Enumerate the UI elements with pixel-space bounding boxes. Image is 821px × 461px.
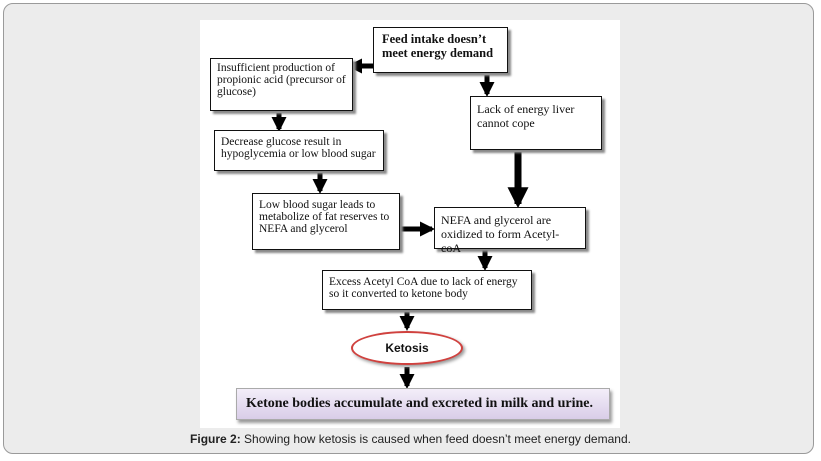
lack-energy-liver-text: Lack of energy liver cannot cope xyxy=(477,102,575,130)
decrease-glucose-text: Decrease glucose result in hypoglycemia … xyxy=(221,136,376,160)
caption-text: Showing how ketosis is caused when feed … xyxy=(240,432,631,446)
feed-intake-box: Feed intake doesn’t meet energy demand xyxy=(373,27,508,73)
result-banner: Ketone bodies accumulate and excreted in… xyxy=(236,388,610,420)
insufficient-propionic-box: Insufficient production of propionic aci… xyxy=(210,58,353,111)
ketosis-text: Ketosis xyxy=(385,341,429,355)
nefa-oxidized-box: NEFA and glycerol are oxidized to form A… xyxy=(434,207,586,255)
result-text: Ketone bodies accumulate and excreted in… xyxy=(246,396,594,411)
lack-energy-liver-box: Lack of energy liver cannot cope xyxy=(470,96,602,150)
low-blood-sugar-text: Low blood sugar leads to metabolize of f… xyxy=(259,199,390,235)
caption-label: Figure 2: xyxy=(190,432,241,446)
ketosis-ellipse: Ketosis xyxy=(351,331,463,365)
figure-caption: Figure 2: Showing how ketosis is caused … xyxy=(0,432,821,446)
excess-acetyl-box: Excess Acetyl CoA due to lack of energy … xyxy=(322,270,532,310)
insufficient-propionic-text: Insufficient production of propionic aci… xyxy=(217,62,346,98)
excess-acetyl-text: Excess Acetyl CoA due to lack of energy … xyxy=(329,276,518,300)
low-blood-sugar-box: Low blood sugar leads to metabolize of f… xyxy=(252,193,400,250)
decrease-glucose-box: Decrease glucose result in hypoglycemia … xyxy=(214,130,384,171)
feed-intake-text: Feed intake doesn’t meet energy demand xyxy=(382,32,494,60)
nefa-oxidized-text: NEFA and glycerol are oxidized to form A… xyxy=(441,213,560,255)
